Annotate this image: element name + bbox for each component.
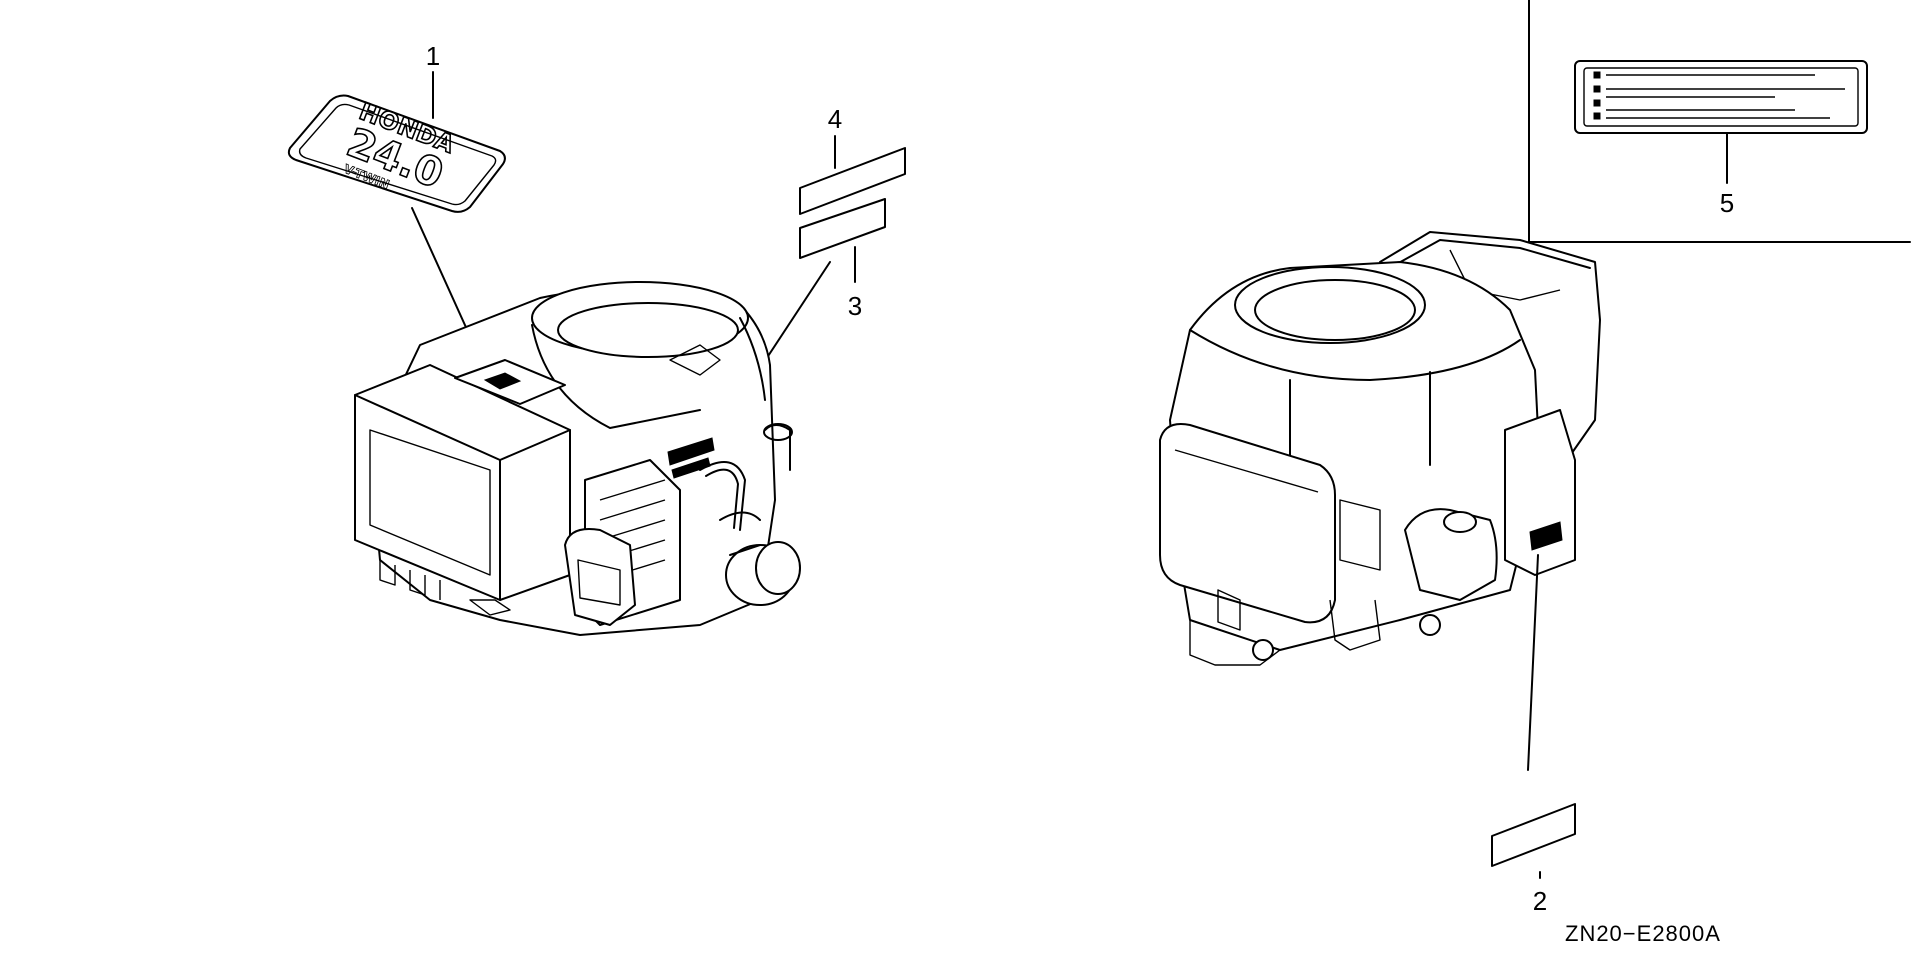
label-strip-part-4[interactable] bbox=[799, 147, 906, 215]
label-strip-part-3[interactable] bbox=[799, 198, 886, 259]
callout-5-label: 5 bbox=[1720, 188, 1734, 218]
info-label-part-5[interactable] bbox=[1574, 60, 1868, 134]
label-strip-part-2[interactable] bbox=[1491, 803, 1576, 867]
callout-4-label: 4 bbox=[828, 104, 842, 134]
callout-2-label: 2 bbox=[1533, 886, 1547, 916]
drawing-code: ZN20−E2800A bbox=[1565, 921, 1721, 946]
engine-front-view bbox=[354, 281, 801, 636]
engine-rear-view bbox=[1159, 231, 1601, 666]
callout-2-leader bbox=[1527, 554, 1539, 771]
inset-box-frame bbox=[1528, 0, 1911, 243]
callout-1-label: 1 bbox=[426, 41, 440, 71]
callout-3-label: 3 bbox=[848, 291, 862, 321]
emblem-badge-part-1[interactable]: HONDA 24.0 V-TWIN bbox=[287, 94, 506, 213]
